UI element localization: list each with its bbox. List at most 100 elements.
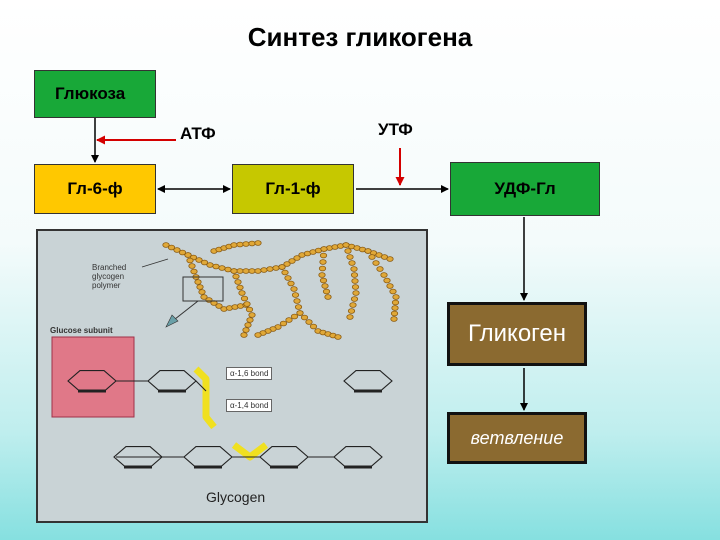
glucose-bead (347, 308, 356, 314)
glucose-bead (162, 242, 170, 248)
glucose-bead (300, 314, 309, 321)
glucose-bead (167, 244, 176, 251)
glucose-bead (230, 242, 238, 248)
glucose-bead (318, 272, 326, 278)
ring-structures (67, 370, 393, 469)
glucose-bead (238, 290, 246, 296)
glucose-bead (266, 266, 274, 272)
alpha-16-bond-label: α-1,6 bond (226, 367, 273, 380)
glucose-bead (346, 314, 354, 320)
glucose-bead (342, 242, 350, 248)
atf-label: АТФ (180, 124, 216, 143)
glycogen-structure-figure: Branched glycogen polymer Glucose subuni… (36, 229, 428, 523)
glucose-bead (351, 284, 360, 290)
glucose-bead (350, 272, 359, 278)
glucose-bead (293, 255, 301, 261)
glucose-bead (283, 261, 291, 267)
glucose-bead (232, 273, 240, 280)
glucose-bead (240, 295, 249, 302)
glucose-bead (278, 264, 286, 270)
glucose-bead (346, 254, 354, 260)
glucose-bead (260, 267, 268, 273)
glucose-bead (236, 284, 244, 291)
glucose-bead (281, 269, 289, 276)
glucose-bead (254, 268, 262, 274)
glucose-bead (200, 259, 209, 266)
utf-label: УТФ (378, 120, 413, 139)
glucose-ring (259, 446, 309, 468)
glucose-bead (391, 305, 399, 311)
glycogen-box: Гликоген (447, 302, 587, 366)
glucose-box: Глюкоза (34, 70, 156, 118)
glucose-bead (288, 258, 296, 264)
glucose-bead (244, 322, 252, 328)
glucose-bead (194, 279, 202, 285)
glucose-bead (368, 254, 376, 260)
glucose-bead (218, 265, 226, 271)
glucose-bead (184, 252, 192, 258)
glucose-bead (285, 317, 293, 323)
glucose-bead (383, 277, 391, 284)
glucose-bead (287, 280, 295, 287)
glucose-bead (290, 286, 298, 292)
glucose-bead (296, 310, 304, 316)
glucose-bead (350, 296, 359, 302)
glucose-bead (350, 266, 358, 272)
glucose-bead (309, 323, 318, 330)
glucose-bead (198, 289, 206, 295)
g6p-box: Гл-6-ф (34, 164, 156, 214)
glucose-bead (254, 240, 262, 246)
glucose-bead (190, 268, 198, 275)
glycogen-structure-drawing (51, 240, 400, 469)
glucose-bead (390, 316, 398, 322)
glucose-bead (380, 272, 388, 278)
glucose-ring (343, 370, 393, 392)
glucose-bead (230, 268, 238, 274)
glycosidic-link (195, 380, 207, 392)
glucose-bead (196, 284, 204, 290)
glucose-bead (206, 262, 214, 268)
glucose-bead (215, 303, 223, 309)
glucose-bead (319, 252, 328, 259)
glucose-bead (272, 265, 280, 271)
glucose-ring (333, 446, 383, 468)
glycogen-caption: Glycogen (206, 489, 266, 505)
glucose-bead (386, 256, 394, 262)
glucose-bead (186, 257, 194, 264)
glucose-bead (389, 288, 397, 295)
glucose-bead (322, 288, 331, 295)
glucose-bead (234, 279, 242, 285)
glucose-bead (386, 283, 394, 289)
glucose-bead (284, 275, 292, 281)
glucose-bead (351, 278, 359, 284)
glucose-bead (242, 327, 250, 333)
glucose-bead (320, 246, 328, 252)
glucose-subunit-label: Glucose subunit (50, 326, 113, 335)
glucose-bead (372, 260, 380, 266)
glucose-bead (348, 260, 356, 266)
glucose-bead (352, 290, 360, 296)
glucose-bead (349, 302, 357, 308)
glucose-bead (178, 249, 187, 256)
branched-label-pointer (141, 258, 169, 268)
zoom-box (182, 276, 224, 302)
glucose-bead (236, 241, 244, 248)
glucose-bead (392, 294, 400, 300)
glucose-bead (248, 268, 256, 274)
alpha-14-bond-label: α-1,4 bond (226, 399, 273, 412)
glucose-bead (318, 265, 327, 272)
udpg-box: УДФ-Гл (450, 162, 600, 216)
glucose-bead (245, 306, 254, 313)
alpha-14-bond-highlight (231, 442, 269, 461)
glucose-ring (147, 370, 197, 392)
page-title: Синтез гликогена (247, 22, 473, 52)
glucose-bead (173, 247, 181, 253)
glucose-bead (254, 332, 262, 338)
g1p-box: Гл-1-ф (232, 164, 354, 214)
glucose-bead (305, 319, 313, 325)
alpha-16-bond-highlight (193, 366, 217, 430)
glucose-bead (319, 259, 327, 265)
glucose-bead (242, 268, 250, 274)
branching-box: ветвление (447, 412, 587, 464)
